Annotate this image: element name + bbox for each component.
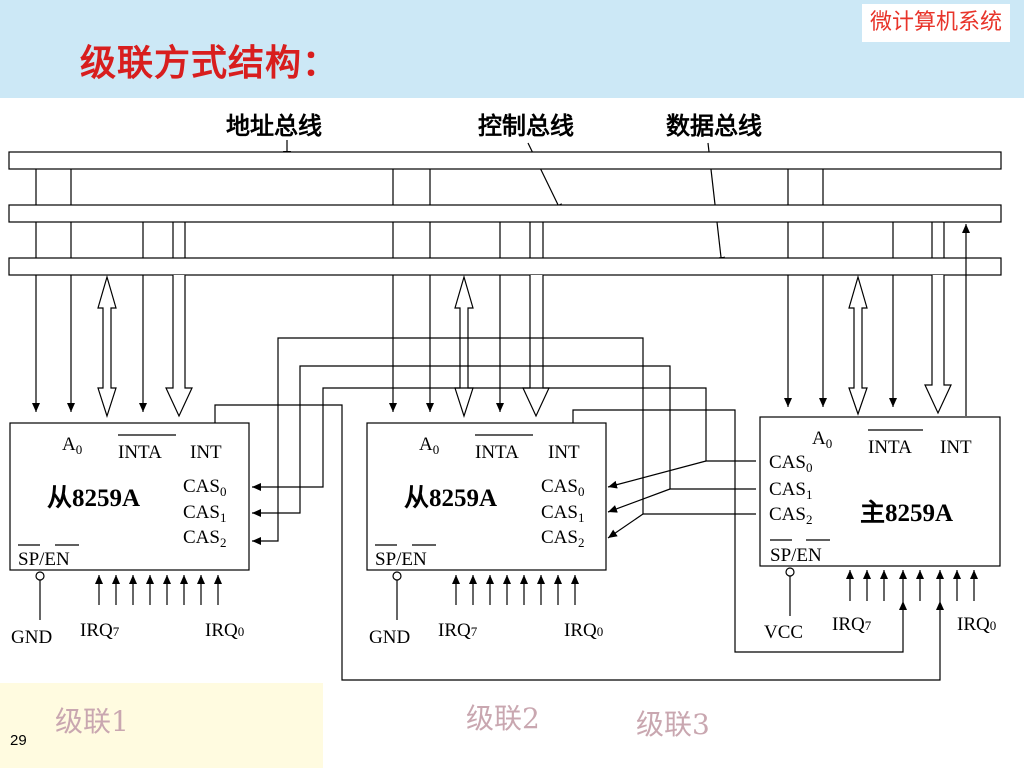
slave2-cas0-label: CAS0 [541, 476, 584, 499]
slide-title: 级联方式结构： [80, 43, 340, 84]
master-inta-label: INTA [868, 437, 912, 458]
slave1-cas0-label: CAS0 [183, 476, 226, 499]
control-bus-label: 控制总线 [478, 112, 574, 140]
slide-header [0, 0, 1024, 98]
data-bus-bar [8, 257, 1002, 276]
master-a0-label: A0 [812, 428, 832, 451]
address-bus-bar [8, 151, 1002, 170]
master-cas2-label: CAS2 [769, 504, 812, 527]
master-irq0-label: IRQ0 [957, 614, 996, 635]
slave1-irq7-label: IRQ7 [80, 620, 120, 641]
cascade3-caption: 级联3 [636, 708, 710, 741]
slave2-cas2-label: CAS2 [541, 527, 584, 550]
slave1-inta-arrow [165, 275, 193, 418]
data-bus-label: 数据总线 [666, 112, 762, 140]
slave2-spen-label: SP/EN [375, 549, 427, 570]
slave1-inta-label: INTA [118, 442, 162, 463]
page-number: 29 [10, 732, 27, 749]
master-chip-name: 主8259A [860, 499, 953, 527]
slave2-gnd-label: GND [369, 627, 410, 648]
footer-panel [0, 683, 323, 768]
master-cas1-label: CAS1 [769, 479, 812, 502]
slave1-chip [9, 422, 250, 571]
cascade2-caption: 级联2 [466, 702, 540, 735]
slave1-a0-label: A0 [62, 434, 82, 457]
slave2-data-arrow [454, 274, 474, 418]
slave1-spen-label: SP/EN [18, 549, 70, 570]
cascade1-caption: 级联1 [55, 705, 129, 738]
address-bus-label: 地址总线 [226, 112, 322, 140]
master-data-arrow [848, 274, 868, 416]
master-inta-arrow [924, 275, 952, 415]
slave1-int-label: INT [190, 442, 222, 463]
slave2-irq0-label: IRQ0 [564, 620, 603, 641]
master-int-label: INT [940, 437, 972, 458]
master-chip [759, 416, 1001, 567]
slave2-chip [366, 422, 607, 571]
slave2-int-label: INT [548, 442, 580, 463]
slave1-irq0-label: IRQ0 [205, 620, 244, 641]
slave2-a0-label: A0 [419, 434, 439, 457]
master-cas0-label: CAS0 [769, 452, 812, 475]
slave1-chip-name: 从8259A [47, 485, 140, 512]
master-irq7-label: IRQ7 [832, 614, 872, 635]
slave1-cas2-label: CAS2 [183, 527, 226, 550]
slave1-data-arrow [97, 274, 117, 418]
control-bus-bar [8, 204, 1002, 223]
slave2-cas1-label: CAS1 [541, 502, 584, 525]
slave2-inta-label: INTA [475, 442, 519, 463]
master-vcc-label: VCC [764, 622, 803, 643]
master-spen-label: SP/EN [770, 545, 822, 566]
slave2-chip-name: 从8259A [404, 485, 497, 512]
slave2-inta-arrow [522, 275, 550, 418]
slave2-irq7-label: IRQ7 [438, 620, 478, 641]
slave1-gnd-label: GND [11, 627, 52, 648]
slave1-cas1-label: CAS1 [183, 502, 226, 525]
brand-label: 微计算机系统 [861, 4, 1010, 42]
